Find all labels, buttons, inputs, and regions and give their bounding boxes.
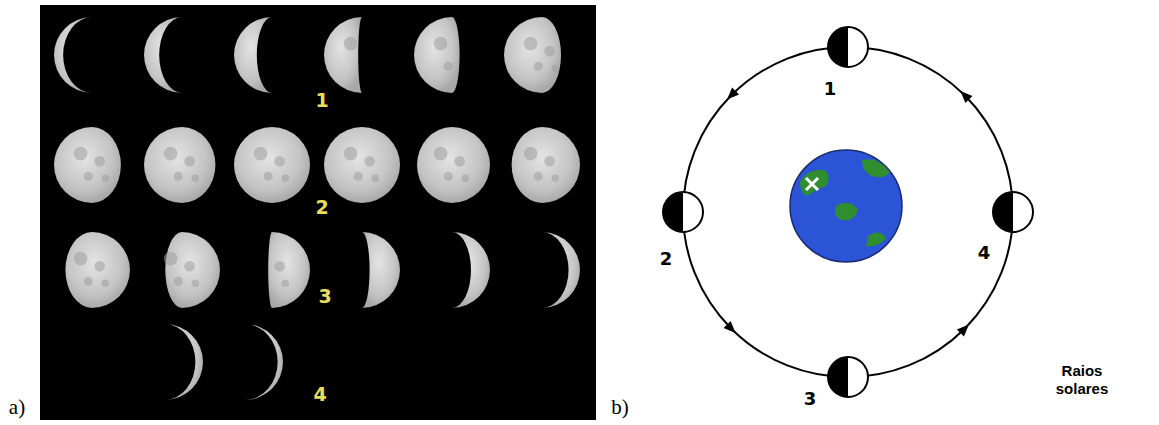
moon-mare bbox=[524, 37, 538, 51]
moon-mare bbox=[354, 172, 363, 181]
orbit-moon bbox=[663, 192, 703, 232]
earth bbox=[790, 150, 902, 262]
moon-photo bbox=[144, 127, 215, 203]
moon-mare bbox=[174, 277, 183, 286]
moon-mare bbox=[524, 147, 538, 161]
moon-photo bbox=[54, 17, 92, 93]
moon-mare bbox=[544, 46, 555, 57]
moon-mare bbox=[552, 175, 560, 183]
orbit-moon bbox=[993, 192, 1033, 232]
moon-photo bbox=[165, 232, 220, 308]
panel-tag: b) bbox=[611, 395, 629, 420]
callout-number: 3 bbox=[318, 285, 331, 307]
moon-photo bbox=[504, 17, 561, 93]
moon-photos bbox=[54, 17, 580, 400]
moon-mare bbox=[94, 261, 105, 272]
moon-mare bbox=[274, 261, 285, 272]
callout-number: 2 bbox=[660, 248, 673, 269]
moon-photo bbox=[414, 17, 460, 93]
moon-photo bbox=[417, 127, 490, 203]
moon-mare bbox=[434, 147, 448, 161]
moon-mare bbox=[282, 175, 290, 183]
moon-mare bbox=[282, 280, 290, 288]
moon-mare bbox=[84, 277, 93, 286]
callout-number: 4 bbox=[978, 242, 991, 263]
moon-mare bbox=[444, 62, 453, 71]
moon-photo bbox=[54, 127, 121, 203]
moon-dark-half bbox=[828, 27, 848, 67]
moon-mare bbox=[192, 175, 200, 183]
orbit-arrowhead bbox=[727, 88, 739, 100]
moon-mare bbox=[102, 280, 110, 288]
callout-number: 4 bbox=[313, 383, 326, 405]
moon-mare bbox=[164, 147, 178, 161]
moon-mare bbox=[462, 175, 470, 183]
moon-photo bbox=[512, 127, 580, 203]
orbit-arrows bbox=[724, 88, 973, 337]
moon-photo bbox=[234, 17, 272, 93]
moon-mare bbox=[544, 156, 555, 167]
moon-mare bbox=[184, 261, 195, 272]
moon-mare bbox=[274, 156, 285, 167]
moon-mare bbox=[74, 147, 88, 161]
panel-tag: a) bbox=[9, 395, 25, 420]
moon-photo bbox=[165, 324, 203, 400]
callout-number: 2 bbox=[315, 196, 328, 218]
orbit-arrowhead bbox=[724, 321, 736, 333]
moon-photo bbox=[65, 232, 130, 308]
moon-dark-half bbox=[828, 357, 848, 397]
moon-photo bbox=[324, 17, 362, 93]
moon-photo bbox=[542, 232, 580, 308]
orbit bbox=[683, 47, 1013, 377]
moon-mare bbox=[534, 62, 543, 71]
orbit-arrowhead bbox=[960, 91, 972, 103]
moon-mare bbox=[264, 172, 273, 181]
moon-mare bbox=[164, 252, 178, 266]
orbit-arrowhead bbox=[957, 324, 969, 336]
callout-number: 1 bbox=[824, 78, 837, 99]
orbit-moons bbox=[663, 27, 1033, 397]
photo-panel bbox=[40, 5, 596, 420]
moon-mare bbox=[344, 147, 358, 161]
moon-dark-half bbox=[663, 192, 683, 232]
moon-photo bbox=[324, 127, 400, 203]
moon-mare bbox=[552, 65, 560, 73]
moon-mare bbox=[192, 280, 200, 288]
moon-mare bbox=[84, 172, 93, 181]
moon-mare bbox=[534, 172, 543, 181]
moon-mare bbox=[254, 147, 268, 161]
sun-rays-note: Raios solares bbox=[1050, 362, 1114, 398]
moon-mare bbox=[74, 252, 88, 266]
moon-mare bbox=[364, 156, 375, 167]
orbit-moon bbox=[828, 357, 868, 397]
orbit-moon bbox=[828, 27, 868, 67]
moon-mare bbox=[174, 172, 183, 181]
moon-mare bbox=[454, 156, 465, 167]
moon-dark-half bbox=[993, 192, 1013, 232]
moon-photo bbox=[144, 17, 182, 93]
callout-number: 3 bbox=[804, 388, 817, 409]
moon-mare bbox=[102, 175, 110, 183]
moon-photo bbox=[268, 232, 310, 308]
moon-mare bbox=[94, 156, 105, 167]
moon-mare bbox=[372, 175, 380, 183]
moon-photo bbox=[234, 127, 310, 203]
moon-mare bbox=[344, 37, 358, 51]
moon-photo bbox=[362, 232, 400, 308]
moon-mare bbox=[444, 172, 453, 181]
moon-mare bbox=[184, 156, 195, 167]
callout-number: 1 bbox=[315, 89, 328, 111]
moon-photo bbox=[452, 232, 490, 308]
moon-photo bbox=[245, 324, 283, 400]
moon-mare bbox=[434, 37, 448, 51]
